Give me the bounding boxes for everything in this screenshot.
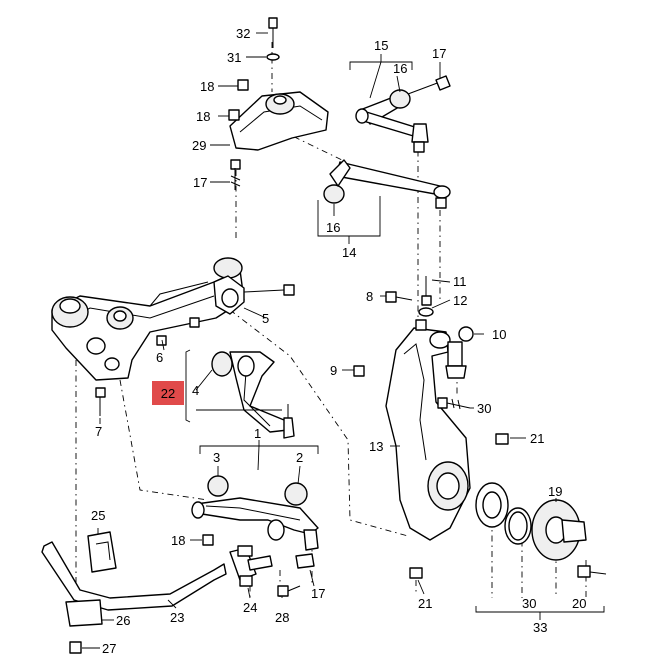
callout-1: 1 [254,426,261,441]
callout-32: 32 [236,26,250,41]
callout-18: 18 [200,79,214,94]
callout-5: 5 [262,311,269,326]
stabilizer-bushing-25 [87,531,117,573]
washer-31 [266,53,280,61]
callout-11: 11 [453,274,467,289]
steering-knuckle-13 [353,276,509,579]
strut-mount-assembly [228,17,329,190]
callout-21: 21 [530,431,544,446]
callout-23: 23 [170,610,184,625]
callout-21: 21 [418,596,432,611]
callout-27: 27 [102,641,116,656]
wheel-bearing-hub [475,482,607,578]
callout-9: 9 [330,363,337,378]
callout-19: 19 [548,484,562,499]
callout-6: 6 [156,350,163,365]
callout-31: 31 [227,50,241,65]
callout-22: 22 [161,386,175,401]
callout-18: 18 [196,109,210,124]
callout-8: 8 [366,289,373,304]
bolt-32-head [268,17,278,29]
highlight-box [152,381,184,405]
callout-18: 18 [171,533,185,548]
callout-7: 7 [95,424,102,439]
callout-2: 2 [296,450,303,465]
callout-30: 30 [522,596,536,611]
callout-labels: 32 31 18 18 29 17 15 16 17 16 14 5 6 4 7… [91,26,586,656]
callout-14: 14 [342,245,356,260]
nut-18-lower [228,109,240,121]
callout-24: 24 [243,600,257,615]
callout-17: 17 [311,586,325,601]
lower-arm-1 [191,475,319,551]
callout-12: 12 [453,293,467,308]
wishbone-22 [211,351,295,439]
callout-16: 16 [326,220,340,235]
callout-10: 10 [492,327,506,342]
callout-17: 17 [193,175,207,190]
callout-15: 15 [374,38,388,53]
nut-18-upper [237,79,249,91]
callout-20: 20 [572,596,586,611]
callout-28: 28 [275,610,289,625]
callout-29: 29 [192,138,206,153]
leader-lines [82,32,605,649]
callout-25: 25 [91,508,105,523]
upper-links [323,75,451,209]
callout-4: 4 [192,383,199,398]
upper-link-14 [335,161,447,197]
callout-26: 26 [116,613,130,628]
callout-33: 33 [533,620,547,635]
bushing-clamp-26 [65,599,103,627]
callout-16: 16 [393,61,407,76]
callout-13: 13 [369,439,383,454]
callout-3: 3 [213,450,220,465]
callout-17: 17 [432,46,446,61]
subframe [51,257,295,416]
stabilizer-bar-23 [41,531,315,654]
callout-30: 30 [477,401,491,416]
